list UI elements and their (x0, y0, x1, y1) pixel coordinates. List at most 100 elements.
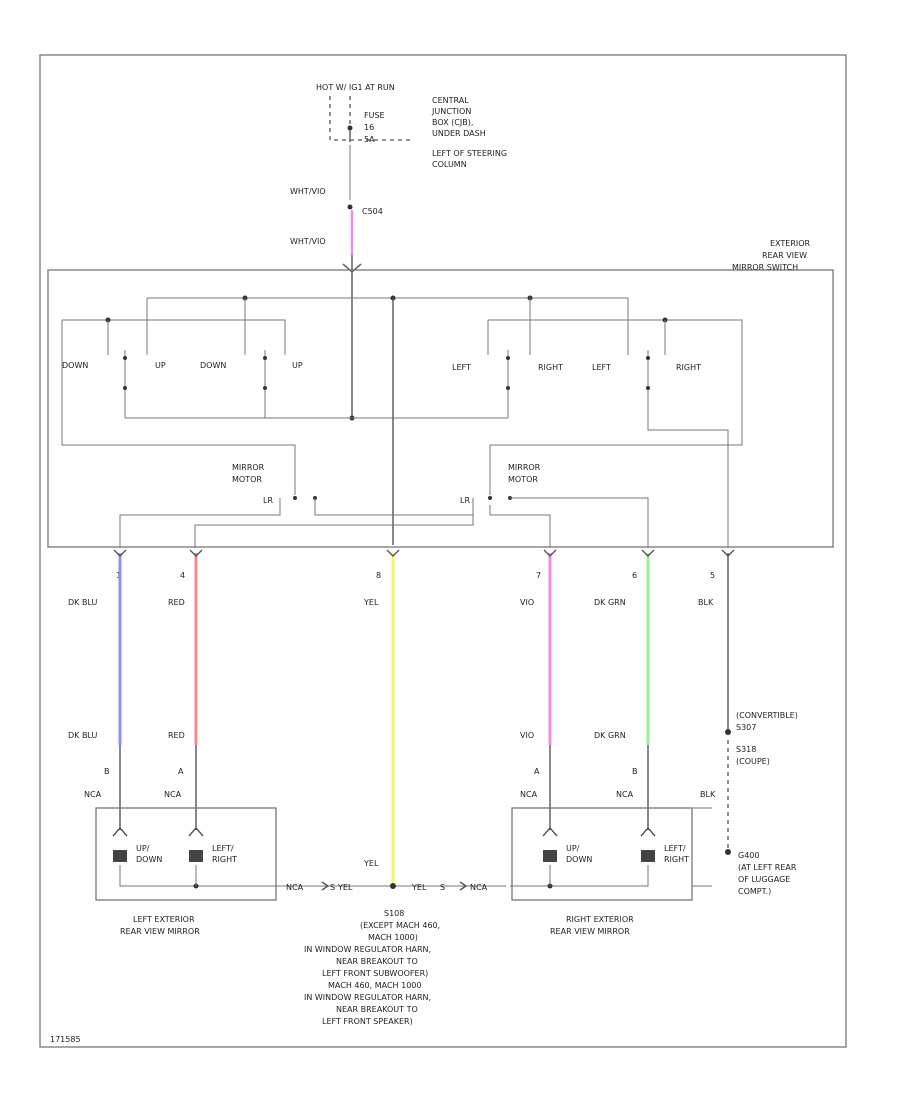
wire-yel: 8 YEL YEL (363, 553, 395, 885)
lr-left: LR (263, 496, 273, 505)
supply-wire: WHT/VIO C504 WHT/VIO (290, 187, 383, 273)
mirror-motor-right-1: MIRROR (508, 463, 541, 472)
wire-4-pin: 7 (536, 571, 541, 580)
left-motor1-l1: UP/ (136, 844, 150, 853)
wire-4-pin-bottom: A (534, 767, 540, 776)
power-source: HOT W/ IG1 AT RUN FUSE 16 5A CENTRAL JUN… (316, 83, 507, 200)
mirror-motor-left-2: MOTOR (232, 475, 262, 484)
nca-left: NCA (286, 883, 304, 892)
splice-note-10: LEFT FRONT SPEAKER) (322, 1017, 413, 1026)
splice-note-3: MACH 1000) (368, 933, 418, 942)
wire-1-pin-bottom: B (104, 767, 110, 776)
figure-id: 171585 (50, 1035, 81, 1044)
right-mirror-box (511, 807, 693, 901)
wire-6-pin: 5 (710, 571, 715, 580)
ground-g-2: (AT LEFT REAR (738, 863, 797, 872)
left-motor2-l2: RIGHT (212, 855, 237, 864)
wire-6-color-top: BLK (698, 598, 714, 607)
left-motor1-l2: DOWN (136, 855, 162, 864)
right-mirror-motor-1-icon (543, 850, 557, 862)
mirror-motor-right-2: MOTOR (508, 475, 538, 484)
right-exterior-mirror: UP/ DOWN LEFT/ RIGHT RIGHT EXTERIOR REAR… (510, 807, 693, 936)
wire-dk-blu: 1 DK BLU DK BLU B NCA (68, 553, 122, 830)
wire-3-pin: 8 (376, 571, 381, 580)
switch-label-left-2: LEFT (592, 363, 611, 372)
supply-circuit: C504 (362, 207, 383, 216)
left-mirror-caption-2: REAR VIEW MIRROR (120, 927, 200, 936)
wire-dk-grn: 6 DK GRN DK GRN B NCA (594, 553, 650, 830)
right-mirror-caption-1: RIGHT EXTERIOR (566, 915, 634, 924)
switch-label-up-1: UP (155, 361, 166, 370)
wire-4-color-bottom: VIO (520, 731, 534, 740)
right-motor2-l1: LEFT/ (664, 844, 686, 853)
ground-splice-2: S307 (736, 723, 756, 732)
wire-5-pin: 6 (632, 571, 637, 580)
switch-label-down-1: DOWN (62, 361, 88, 370)
supply-wire-top: WHT/VIO (290, 187, 326, 196)
mirror-motor-left-1: MIRROR (232, 463, 265, 472)
splice-note-5: NEAR BREAKOUT TO (336, 957, 418, 966)
wire-3-color-top: YEL (363, 598, 379, 607)
cjb-line-5: LEFT OF STEERING (432, 149, 507, 158)
left-mirror-motor-1-icon (113, 850, 127, 862)
cjb-line-6: COLUMN (432, 160, 467, 169)
left-mirror-motor-2-icon (189, 850, 203, 862)
s-left: S (330, 883, 335, 892)
wire-2-pin: 4 (180, 571, 185, 580)
wire-6-color-bottom: BLK (700, 790, 716, 799)
nca-right: NCA (470, 883, 488, 892)
splice-note-2: (EXCEPT MACH 460, (360, 921, 440, 930)
output-wires: 1 DK BLU DK BLU B NCA 4 RED RED A NCA 8 … (68, 549, 735, 885)
cjb-line-4: UNDER DASH (432, 129, 486, 138)
ground-section: (CONVERTIBLE) S307 S318 (COUPE) G400 (AT… (736, 711, 798, 896)
fuse-number: 16 (364, 123, 374, 132)
wire-red: 4 RED RED A NCA (164, 553, 198, 830)
right-motor1-l1: UP/ (566, 844, 580, 853)
right-motor1-l2: DOWN (566, 855, 592, 864)
splice-note-9: NEAR BREAKOUT TO (336, 1005, 418, 1014)
left-mirror-caption-1: LEFT EXTERIOR (133, 915, 195, 924)
ground-splice-1: (CONVERTIBLE) (736, 711, 798, 720)
cjb-line-1: CENTRAL (432, 96, 469, 105)
left-mirror-box (95, 807, 277, 901)
lr-right: LR (460, 496, 470, 505)
ground-g-1: G400 (738, 851, 759, 860)
wire-2-color-bottom: RED (168, 731, 185, 740)
left-exterior-mirror: UP/ DOWN LEFT/ RIGHT LEFT EXTERIOR REAR … (95, 807, 280, 936)
wire-vio: 7 VIO VIO A NCA (520, 553, 552, 830)
yel-left: YEL (337, 883, 353, 892)
ground-splice-4: (COUPE) (736, 757, 770, 766)
s-right: S (440, 883, 445, 892)
wire-4-conn: NCA (520, 790, 538, 799)
wire-2-pin-bottom: A (178, 767, 184, 776)
wire-1-conn: NCA (84, 790, 102, 799)
switch-connector-pins (113, 549, 735, 557)
wire-5-conn: NCA (616, 790, 634, 799)
supply-wire-bottom: WHT/VIO (290, 237, 326, 246)
left-motor2-l1: LEFT/ (212, 844, 234, 853)
splice-note-8: IN WINDOW REGULATOR HARN, (304, 993, 431, 1002)
right-mirror-caption-2: REAR VIEW MIRROR (550, 927, 630, 936)
wire-3-color-bottom: YEL (363, 859, 379, 868)
switch-box (47, 269, 834, 548)
switch-label-right-1: RIGHT (538, 363, 563, 372)
bottom-splice: NCA YEL YEL S NCA S S108 (EXCEPT MACH 46… (280, 807, 712, 1026)
ground-g-4: COMPT.) (738, 887, 771, 896)
yel-right: YEL (411, 883, 427, 892)
ground-splice-3: S318 (736, 745, 756, 754)
wire-1-color-bottom: DK BLU (68, 731, 97, 740)
switch-label-down-2: DOWN (200, 361, 226, 370)
cjb-line-3: BOX (CJB), (432, 118, 473, 127)
wire-blk: 5 BLK BLK (698, 553, 731, 855)
switch-title-1: EXTERIOR (770, 239, 811, 248)
wire-5-color-top: DK GRN (594, 598, 626, 607)
fuse-label: FUSE (364, 111, 385, 120)
wire-2-conn: NCA (164, 790, 182, 799)
hot-label: HOT W/ IG1 AT RUN (316, 83, 395, 92)
wire-1-color-top: DK BLU (68, 598, 97, 607)
right-mirror-motor-2-icon (641, 850, 655, 862)
switch-label-up-2: UP (292, 361, 303, 370)
mirror-switch: EXTERIOR REAR VIEW MIRROR SWITCH DOWN UP… (47, 239, 834, 548)
ground-g-3: OF LUGGAGE (738, 875, 790, 884)
